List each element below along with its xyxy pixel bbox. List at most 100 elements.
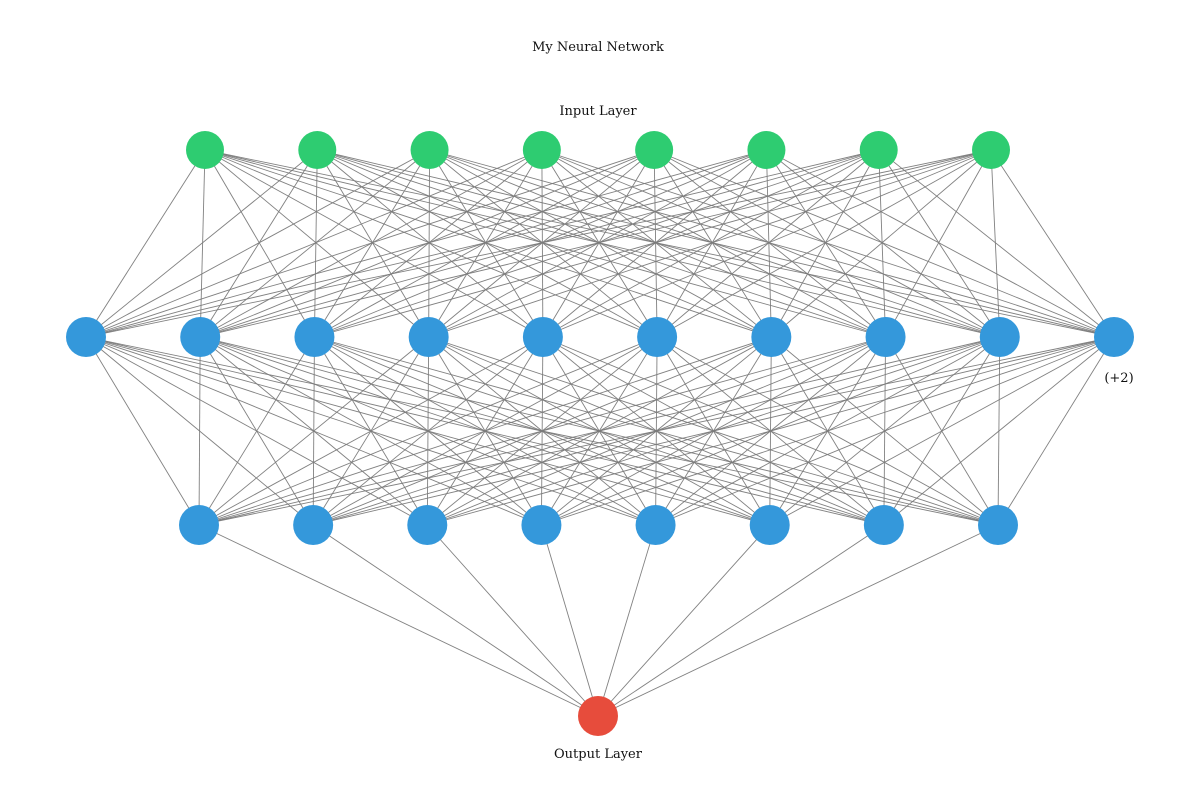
edge-hidden1-10-to-hidden2-2 <box>313 336 1115 526</box>
edge-hidden1-8-to-hidden2-1 <box>198 336 886 526</box>
edge-hidden2-7-to-output-1 <box>597 524 885 717</box>
edge-input-2-to-hidden1-6 <box>317 149 658 338</box>
edge-input-8-to-hidden1-4 <box>428 149 992 338</box>
edge-hidden1-10-to-hidden2-5 <box>655 336 1115 526</box>
edge-input-4-to-hidden1-6 <box>541 149 658 338</box>
edge-input-5-to-hidden1-5 <box>542 149 655 338</box>
edge-hidden1-10-to-hidden2-6 <box>769 336 1115 526</box>
edge-input-7-to-hidden1-7 <box>770 149 880 338</box>
edge-hidden2-2-to-output-1 <box>312 524 599 717</box>
edge-input-4-to-hidden1-8 <box>541 149 886 338</box>
edge-input-4-to-hidden1-4 <box>428 149 543 338</box>
diagram-title: My Neural Network <box>532 40 664 55</box>
edge-input-8-to-hidden1-3 <box>314 149 992 338</box>
input-node-2 <box>298 131 337 169</box>
edge-input-1-to-hidden1-1 <box>85 149 206 338</box>
edge-input-7-to-hidden1-10 <box>878 149 1115 338</box>
edge-input-6-to-hidden1-8 <box>766 149 886 338</box>
edge-hidden2-4-to-output-1 <box>540 524 599 717</box>
hidden1-node-8 <box>865 317 906 357</box>
edge-input-6-to-hidden1-10 <box>766 149 1115 338</box>
edge-input-3-to-hidden1-1 <box>85 149 430 338</box>
hidden1-node-5 <box>522 317 563 357</box>
edge-input-6-to-hidden1-9 <box>766 149 1001 338</box>
hidden-layer-overflow-label: (+2) <box>1104 371 1133 386</box>
edge-hidden1-6-to-hidden2-1 <box>198 336 658 526</box>
edge-hidden1-9-to-hidden2-1 <box>198 336 1000 526</box>
edge-hidden2-5-to-output-1 <box>597 524 657 717</box>
edge-hidden2-1-to-output-1 <box>198 524 599 717</box>
edge-hidden1-4-to-hidden2-1 <box>198 336 429 526</box>
hidden1-node-2 <box>180 317 221 357</box>
input-node-3 <box>410 131 449 169</box>
edge-input-8-to-hidden1-10 <box>990 149 1115 338</box>
connections-group <box>85 149 1115 717</box>
edge-input-2-to-hidden1-7 <box>317 149 772 338</box>
input-node-5 <box>635 131 674 169</box>
hidden2-node-7 <box>863 505 904 545</box>
input-node-4 <box>522 131 561 169</box>
edge-input-5-to-hidden1-9 <box>653 149 1000 338</box>
edge-hidden2-3-to-output-1 <box>426 524 599 717</box>
edge-input-4-to-hidden1-10 <box>541 149 1115 338</box>
edge-input-4-to-hidden1-9 <box>541 149 1000 338</box>
hidden1-node-7 <box>751 317 792 357</box>
edge-input-2-to-hidden1-8 <box>317 149 886 338</box>
hidden1-node-3 <box>294 317 335 357</box>
edge-input-5-to-hidden1-8 <box>653 149 886 338</box>
hidden2-node-1 <box>179 505 219 545</box>
edge-input-7-to-hidden1-9 <box>878 149 1001 338</box>
edge-input-3-to-hidden1-7 <box>429 149 772 338</box>
edge-input-2-to-hidden1-4 <box>316 149 430 338</box>
edge-hidden1-1-to-hidden2-1 <box>85 336 200 526</box>
edge-input-5-to-hidden1-1 <box>85 149 655 338</box>
hidden2-node-6 <box>749 505 790 545</box>
edge-input-3-to-hidden1-9 <box>429 149 1000 338</box>
output-node-1 <box>578 696 618 736</box>
output-layer-label: Output Layer <box>554 747 643 762</box>
edge-hidden2-6-to-output-1 <box>597 524 771 717</box>
nodes-group <box>66 131 1134 736</box>
edge-input-1-to-hidden1-5 <box>204 149 544 338</box>
input-node-1 <box>186 131 224 169</box>
edge-input-4-to-hidden1-7 <box>541 149 772 338</box>
edge-input-8-to-hidden1-7 <box>771 149 992 338</box>
hidden1-node-9 <box>979 317 1020 357</box>
hidden1-node-1 <box>66 317 106 357</box>
edge-hidden2-8-to-output-1 <box>597 524 999 717</box>
hidden2-node-3 <box>407 505 448 545</box>
edge-input-3-to-hidden1-6 <box>429 149 658 338</box>
edge-hidden1-3-to-hidden2-1 <box>198 336 315 526</box>
edge-input-6-to-hidden1-6 <box>656 149 767 338</box>
edge-hidden1-10-to-hidden2-3 <box>427 336 1115 526</box>
edge-input-4-to-hidden1-1 <box>85 149 543 338</box>
edge-input-1-to-hidden1-6 <box>204 149 658 338</box>
edge-input-2-to-hidden1-1 <box>85 149 318 338</box>
edge-input-8-to-hidden1-5 <box>542 149 992 338</box>
edge-hidden1-10-to-hidden2-7 <box>883 336 1115 526</box>
edge-input-3-to-hidden1-5 <box>429 149 544 338</box>
edge-input-5-to-hidden1-7 <box>653 149 772 338</box>
edge-hidden1-5-to-hidden2-1 <box>198 336 544 526</box>
hidden2-node-5 <box>635 505 676 545</box>
hidden2-node-4 <box>521 505 562 545</box>
input-layer-label: Input Layer <box>559 104 637 119</box>
edge-input-3-to-hidden1-8 <box>429 149 886 338</box>
input-node-8 <box>972 131 1010 169</box>
edge-input-8-to-hidden1-2 <box>200 149 992 338</box>
hidden1-node-4 <box>408 317 449 357</box>
hidden2-node-8 <box>978 505 1018 545</box>
edge-input-7-to-hidden1-1 <box>85 149 879 338</box>
edge-hidden1-10-to-hidden2-8 <box>997 336 1115 526</box>
hidden1-node-6 <box>637 317 678 357</box>
edge-input-2-to-hidden1-2 <box>199 149 318 338</box>
hidden1-node-10 <box>1094 317 1134 357</box>
edge-input-8-to-hidden1-6 <box>656 149 992 338</box>
edge-input-1-to-hidden1-3 <box>204 149 315 338</box>
edge-input-8-to-hidden1-1 <box>85 149 992 338</box>
edge-hidden1-10-to-hidden2-1 <box>198 336 1115 526</box>
edge-hidden1-7-to-hidden2-1 <box>198 336 772 526</box>
edge-input-5-to-hidden1-10 <box>653 149 1115 338</box>
hidden2-node-2 <box>293 505 334 545</box>
